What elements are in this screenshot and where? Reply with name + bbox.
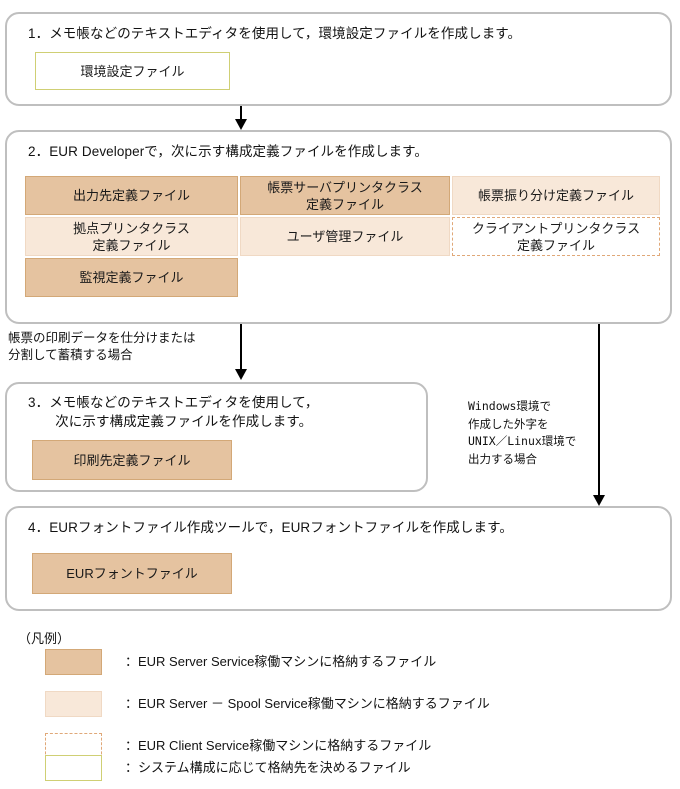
file-chip-client-printer-class-definition: クライアントプリンタクラス 定義ファイル	[452, 217, 660, 256]
legend-swatch-light	[45, 691, 102, 717]
legend-swatch-outline	[45, 755, 102, 781]
step-2-title: 2．EUR Developerで，次に示す構成定義ファイルを作成します。	[28, 144, 429, 159]
legend-swatch-dark	[45, 649, 102, 675]
legend-label-eur-client-service: ：EUR Client Service稼働マシンに格納するファイル	[125, 738, 432, 753]
file-chip-form-server-printer-class-definition: 帳票サーバプリンタクラス 定義ファイル	[240, 176, 450, 215]
annotation-right-condition: Windows環境で 作成した外字を UNIX／Linux環境で 出力する場合	[468, 399, 577, 466]
legend-title: （凡例）	[18, 631, 71, 646]
arrow-step1-to-step2	[234, 106, 248, 130]
file-chip-user-management: ユーザ管理ファイル	[240, 217, 450, 256]
file-chip-eur-font-file: EURフォントファイル	[32, 553, 232, 594]
arrow-step2-to-step3	[234, 324, 248, 380]
annotation-left-condition: 帳票の印刷データを仕分けまたは 分割して蓄積する場合	[8, 331, 196, 362]
legend-label-eur-server-spool-service: ：EUR Server － Spool Service稼働マシンに格納するファイ…	[125, 696, 490, 711]
legend-item-eur-client-service: ：EUR Client Service稼働マシンに格納するファイル	[45, 733, 645, 763]
legend-label-eur-server-service: ：EUR Server Service稼働マシンに格納するファイル	[125, 654, 437, 669]
legend-item-system-configuration: ：システム構成に応じて格納先を決めるファイル	[45, 755, 645, 785]
legend-item-eur-server-spool-service: ：EUR Server － Spool Service稼働マシンに格納するファイ…	[45, 691, 645, 721]
legend-item-eur-server-service: ：EUR Server Service稼働マシンに格納するファイル	[45, 649, 645, 679]
file-chip-site-printer-class-definition: 拠点プリンタクラス 定義ファイル	[25, 217, 238, 256]
step-4-title: 4．EURフォントファイル作成ツールで，EURフォントファイルを作成します。	[28, 520, 513, 535]
step-1-title: 1．メモ帳などのテキストエディタを使用して，環境設定ファイルを作成します。	[28, 26, 522, 41]
file-chip-print-destination-definition: 印刷先定義ファイル	[32, 440, 232, 480]
file-chip-output-destination-definition: 出力先定義ファイル	[25, 176, 238, 215]
file-chip-monitoring-definition: 監視定義ファイル	[25, 258, 238, 297]
file-chip-environment-settings: 環境設定ファイル	[35, 52, 230, 90]
legend-label-system-configuration: ：システム構成に応じて格納先を決めるファイル	[125, 760, 411, 775]
step-3-title: 3．メモ帳などのテキストエディタを使用して， 次に示す構成定義ファイルを作成しま…	[28, 395, 319, 429]
file-chip-form-distribution-definition: 帳票振り分け定義ファイル	[452, 176, 660, 215]
arrow-step2-to-step4	[592, 324, 606, 506]
